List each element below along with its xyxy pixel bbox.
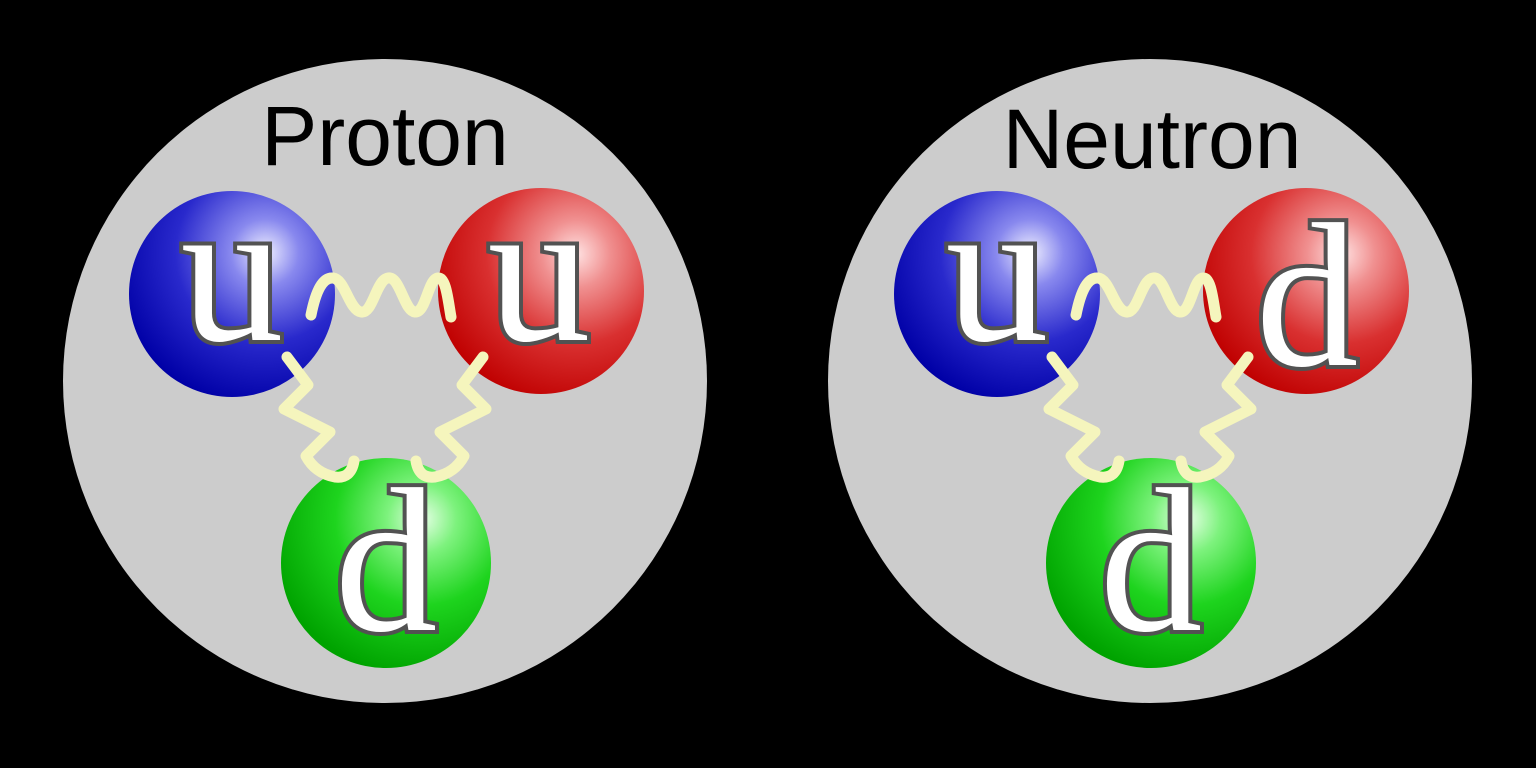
neutron-quark-label-2: d (1256, 181, 1359, 410)
proton-quark-label-2: u (488, 156, 591, 385)
neutron-diagram: u d d Neutron (828, 59, 1472, 703)
proton-quark-label-1: u (181, 156, 284, 385)
neutron-quark-label-1: u (946, 156, 1049, 385)
neutron-title: Neutron (1003, 92, 1302, 186)
neutron-quark-label-3: d (1100, 446, 1203, 675)
gluon-wave-top (305, 272, 457, 323)
proton-diagram: u u d Proton (63, 59, 707, 703)
gluon-zigzag-right (1175, 351, 1257, 483)
proton-quark-label-3: d (335, 446, 438, 675)
proton-down-quark-sphere-green (281, 458, 491, 668)
neutron-up-quark-sphere-blue (894, 191, 1100, 397)
gluon-zigzag-left (278, 351, 360, 483)
proton-up-quark-sphere-red (438, 188, 644, 394)
gluon-wave-top (1070, 272, 1222, 323)
gluon-zigzag-left (1043, 351, 1125, 483)
neutron-down-quark-sphere-green (1046, 458, 1256, 668)
proton-up-quark-sphere-blue (129, 191, 335, 397)
proton-title: Proton (261, 89, 509, 183)
gluon-zigzag-right (410, 351, 492, 483)
neutron-down-quark-sphere-red (1203, 188, 1409, 394)
